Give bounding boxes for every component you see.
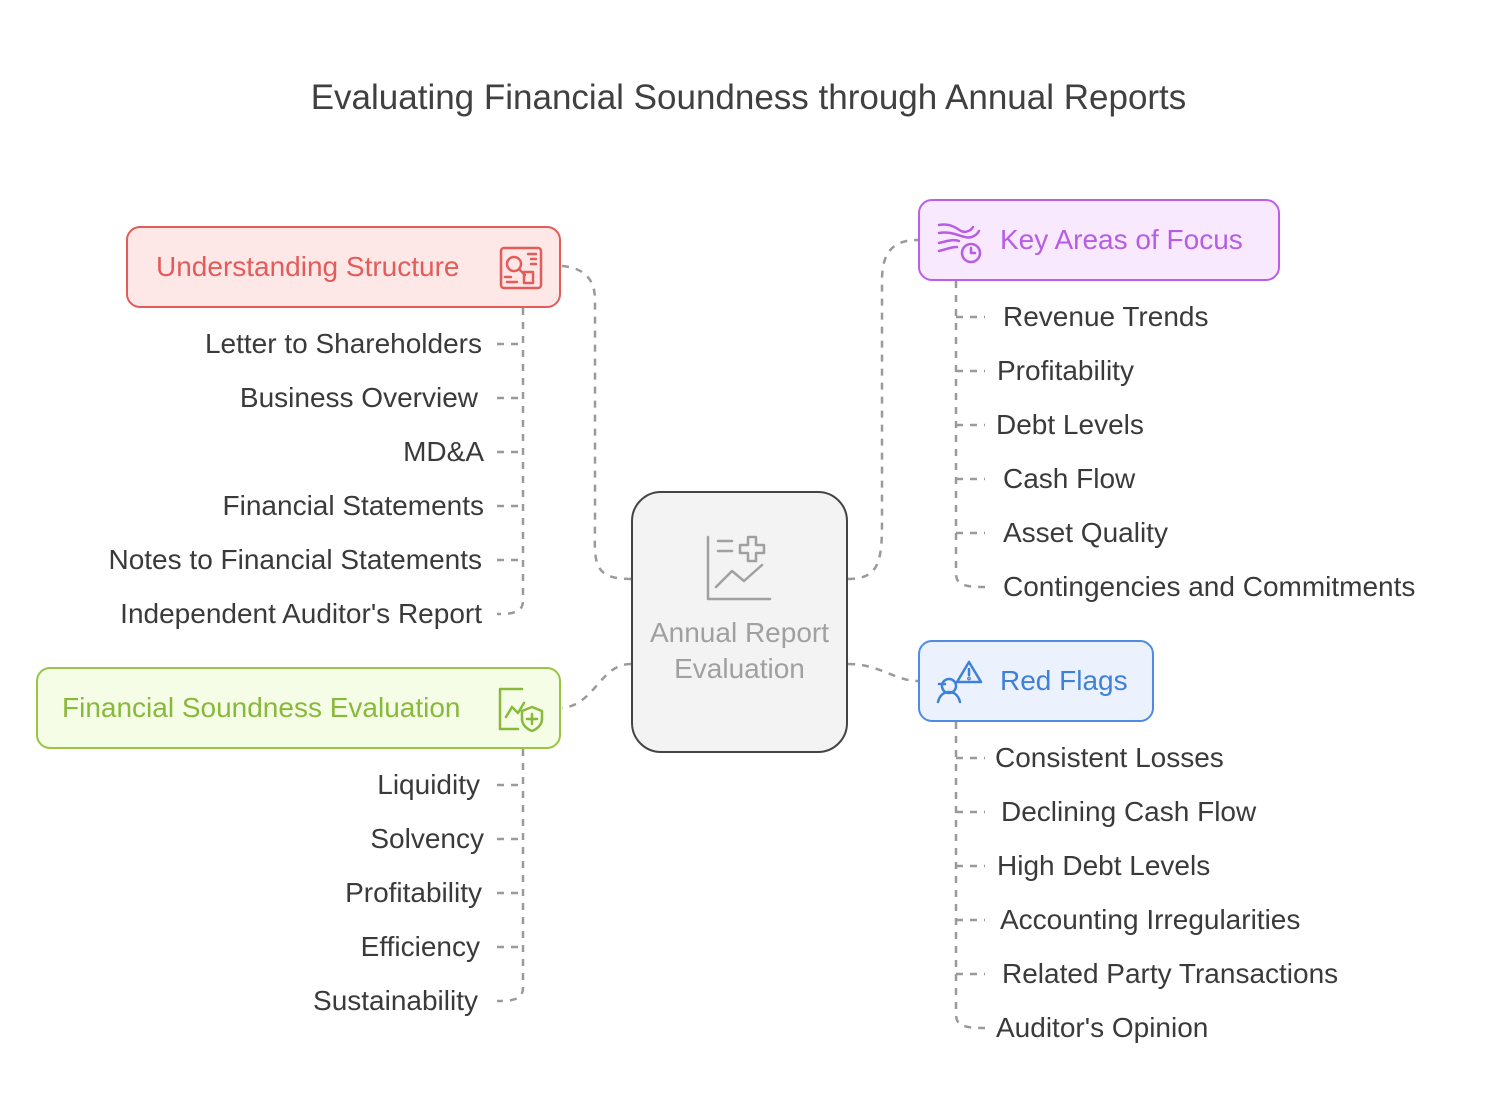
link-red-trunk — [954, 722, 986, 1030]
branch-label: Red Flags — [1000, 665, 1128, 696]
list-item-focus: Debt Levels — [996, 409, 1144, 440]
list-item-structure: Business Overview — [239, 382, 478, 413]
list-item-evaluation: Sustainability — [313, 985, 478, 1016]
link-center-focus — [847, 238, 919, 581]
branch-label: Understanding Structure — [156, 251, 460, 282]
center-node[interactable]: Annual Report Evaluation — [631, 491, 848, 753]
focus-wind-icon — [937, 223, 982, 264]
branch-financial-soundness-evaluation[interactable]: Financial Soundness Evaluation — [36, 667, 561, 749]
list-item-red-flag: Consistent Losses — [995, 742, 1224, 773]
chart-plus-icon — [706, 535, 771, 601]
list-item-focus: Revenue Trends — [1003, 301, 1209, 332]
list-item-red-flag: Accounting Irregularities — [1000, 904, 1301, 935]
list-item-structure: Notes to Financial Statements — [108, 544, 482, 575]
link-focus-trunk — [954, 281, 986, 589]
branch-key-areas-of-focus[interactable]: Key Areas of Focus — [918, 199, 1280, 281]
branch-label: Financial Soundness Evaluation — [62, 692, 461, 723]
list-item-evaluation: Liquidity — [377, 769, 480, 800]
list-item-red-flag: High Debt Levels — [997, 850, 1211, 881]
diagram-title: Evaluating Financial Soundness through A… — [310, 78, 1187, 117]
branch-label: Key Areas of Focus — [1000, 224, 1243, 255]
list-item-structure: Letter to Shareholders — [204, 328, 482, 359]
chart-shield-icon — [498, 687, 544, 733]
branch-red-flags[interactable]: Red Flags — [918, 640, 1154, 722]
list-item-red-flag: Declining Cash Flow — [1001, 796, 1257, 827]
list-item-evaluation: Profitability — [345, 877, 482, 908]
list-item-focus: Cash Flow — [1003, 463, 1136, 494]
warning-person-icon — [936, 660, 983, 704]
list-item-structure: Financial Statements — [222, 490, 484, 521]
link-eval-trunk — [496, 749, 525, 1003]
link-structure-trunk — [496, 308, 525, 616]
list-item-structure: MD&A — [403, 436, 484, 467]
list-item-focus: Contingencies and Commitments — [1003, 571, 1416, 602]
list-item-evaluation: Efficiency — [360, 931, 480, 962]
list-item-focus: Profitability — [997, 355, 1134, 386]
list-item-evaluation: Solvency — [370, 823, 484, 854]
link-center-structure — [561, 264, 632, 581]
list-item-red-flag: Auditor's Opinion — [996, 1012, 1209, 1043]
branch-understanding-structure[interactable]: Understanding Structure — [126, 226, 561, 308]
link-center-red — [847, 662, 919, 683]
center-label: Annual Report Evaluation — [649, 617, 829, 684]
structure-document-icon — [499, 246, 543, 290]
list-item-focus: Asset Quality — [1003, 517, 1168, 548]
list-item-red-flag: Related Party Transactions — [1002, 958, 1339, 989]
link-center-eval — [561, 662, 632, 710]
list-item-structure: Independent Auditor's Report — [120, 598, 482, 629]
